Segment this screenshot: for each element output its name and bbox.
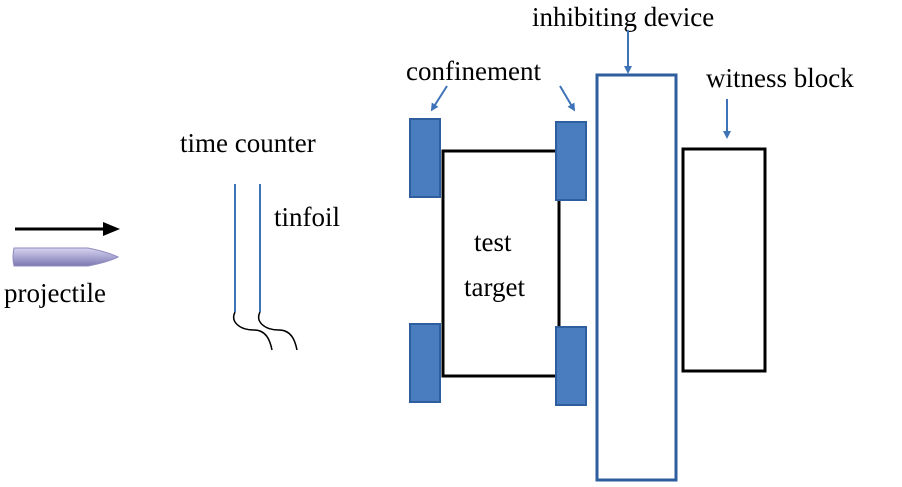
witness-block-label: witness block bbox=[706, 63, 854, 93]
tinfoil-wires bbox=[233, 311, 298, 351]
confinement-top-left bbox=[409, 118, 441, 198]
tinfoil-sheets bbox=[234, 184, 261, 312]
time-counter-label: time counter bbox=[180, 128, 316, 158]
tinfoil-label: tinfoil bbox=[274, 202, 340, 232]
confinement-arrows bbox=[430, 85, 576, 112]
confinement-top-right bbox=[555, 121, 587, 201]
test-target-label-line1: test bbox=[474, 227, 512, 257]
confinement-blocks bbox=[409, 118, 587, 406]
confinement-bottom-left bbox=[409, 323, 441, 403]
motion-arrow bbox=[15, 222, 120, 236]
inhibiting-device-block bbox=[595, 73, 678, 482]
test-target-block bbox=[441, 149, 561, 378]
witness-block bbox=[681, 147, 767, 373]
projectile-shape bbox=[12, 247, 120, 267]
confinement-bottom-right bbox=[555, 326, 587, 406]
projectile-label: projectile bbox=[4, 278, 106, 308]
inhibiting-device-label: inhibiting device bbox=[532, 2, 714, 32]
confinement-label: confinement bbox=[406, 56, 541, 86]
test-target-label-line2: target bbox=[464, 272, 525, 302]
